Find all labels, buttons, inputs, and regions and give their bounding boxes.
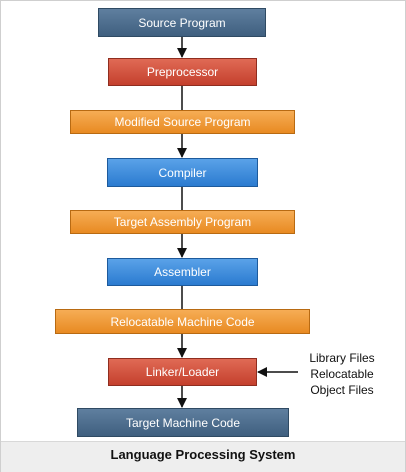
side-label-object-files: Object Files <box>310 383 374 397</box>
box-compiler: Compiler <box>107 158 258 187</box>
box-target-assembly-program: Target Assembly Program <box>70 210 295 234</box>
box-modified-source-program: Modified Source Program <box>70 110 295 134</box>
box-relocatable-machine-code: Relocatable Machine Code <box>55 309 310 334</box>
box-target-machine-code: Target Machine Code <box>77 408 289 437</box>
box-linker-loader: Linker/Loader <box>108 358 257 386</box>
box-preprocessor: Preprocessor <box>108 58 257 86</box>
box-assembler: Assembler <box>107 258 258 286</box>
box-source-program: Source Program <box>98 8 266 37</box>
diagram-caption: Language Processing System <box>110 447 296 462</box>
side-label-library-files: Library Files <box>309 351 375 365</box>
caption-bar <box>1 441 405 472</box>
side-label-relocatable: Relocatable <box>310 367 374 381</box>
